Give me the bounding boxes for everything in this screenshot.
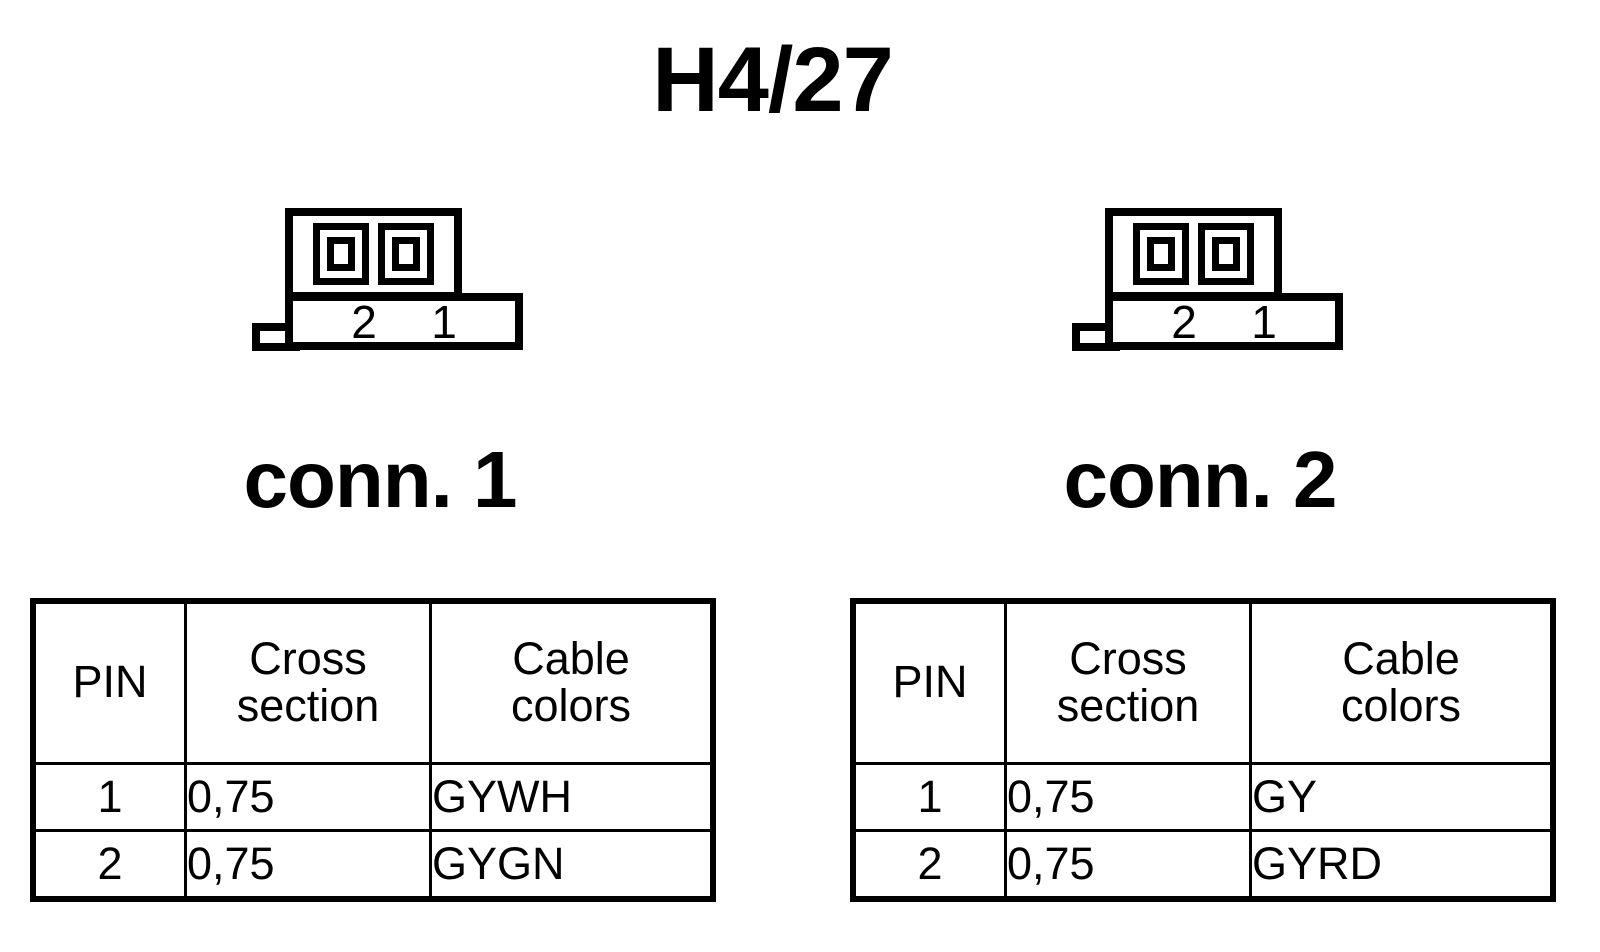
header-line: PIN (892, 656, 968, 708)
cell-cross-section: 0,75 (184, 829, 432, 901)
cell-pin: 1 (851, 762, 1007, 832)
header-line: Cross (249, 632, 367, 684)
column-header-cable-colors: Cable colors (429, 599, 715, 765)
cell-cable-colors: GY (1249, 762, 1555, 832)
connector-caption-1: conn. 1 (243, 435, 517, 524)
table-row: 1 0,75 GY (851, 762, 1555, 832)
header-line: section (236, 680, 380, 731)
table-header: PIN Cross section Cable colors (31, 599, 715, 765)
header-line: colors (1340, 680, 1462, 731)
connector-pin-label: 2 (1171, 295, 1197, 348)
table-body: 1 0,75 GY 2 0,75 GYRD (851, 762, 1555, 901)
cell-cable-colors: GYGN (429, 829, 715, 901)
cell-cross-section: 0,75 (184, 762, 432, 832)
column-header-cross-section: Cross section (1004, 599, 1252, 765)
cell-pin: 2 (851, 829, 1007, 901)
connector-pin-label: 1 (431, 295, 457, 348)
cell-cable-colors: GYWH (429, 762, 715, 832)
header-line: PIN (72, 656, 148, 708)
table-row: 2 0,75 GYRD (851, 829, 1555, 901)
pin-cavity-inner-icon (327, 237, 355, 271)
column-header-pin: PIN (851, 599, 1007, 765)
pin-cavity-icon (1198, 223, 1254, 285)
connector-pin-label: 2 (351, 295, 377, 348)
header-line: Cross (1069, 632, 1187, 684)
page-title: H4/27 (652, 29, 894, 131)
pin-table-conn-1: PIN Cross section Cable colors 1 0,75 GY… (30, 598, 716, 902)
cell-pin: 1 (31, 762, 187, 832)
cell-cross-section: 0,75 (1004, 829, 1252, 901)
connector-housing-lower: 2 1 (285, 293, 523, 350)
pin-cavity-inner-icon (1147, 237, 1175, 271)
table-header-row: PIN Cross section Cable colors (31, 599, 715, 765)
table-header-row: PIN Cross section Cable colors (851, 599, 1555, 765)
column-header-cable-colors: Cable colors (1249, 599, 1555, 765)
cell-pin: 2 (31, 829, 187, 901)
table-body: 1 0,75 GYWH 2 0,75 GYGN (31, 762, 715, 901)
header-line: colors (510, 680, 632, 731)
connector-housing-upper (1105, 208, 1282, 300)
header-line: section (1056, 680, 1200, 731)
pin-cavity-icon (378, 223, 434, 285)
column-header-pin: PIN (31, 599, 187, 765)
header-line: Cable (512, 632, 630, 684)
column-header-cross-section: Cross section (184, 599, 432, 765)
connector-symbol-2: 2 1 (1072, 208, 1343, 368)
pin-table-conn-2: PIN Cross section Cable colors 1 0,75 GY… (850, 598, 1556, 902)
connector-caption-2: conn. 2 (1063, 435, 1337, 524)
table-header: PIN Cross section Cable colors (851, 599, 1555, 765)
connector-pin-label: 1 (1251, 295, 1277, 348)
header-line: Cable (1342, 632, 1460, 684)
pin-cavity-inner-icon (392, 237, 420, 271)
connector-housing-lower: 2 1 (1105, 293, 1343, 350)
cell-cable-colors: GYRD (1249, 829, 1555, 901)
connector-housing-upper (285, 208, 462, 300)
connector-symbol-1: 2 1 (252, 208, 523, 368)
table-row: 2 0,75 GYGN (31, 829, 715, 901)
pin-cavity-inner-icon (1212, 237, 1240, 271)
pin-cavity-icon (313, 223, 369, 285)
cell-cross-section: 0,75 (1004, 762, 1252, 832)
pin-cavity-icon (1133, 223, 1189, 285)
table-row: 1 0,75 GYWH (31, 762, 715, 832)
